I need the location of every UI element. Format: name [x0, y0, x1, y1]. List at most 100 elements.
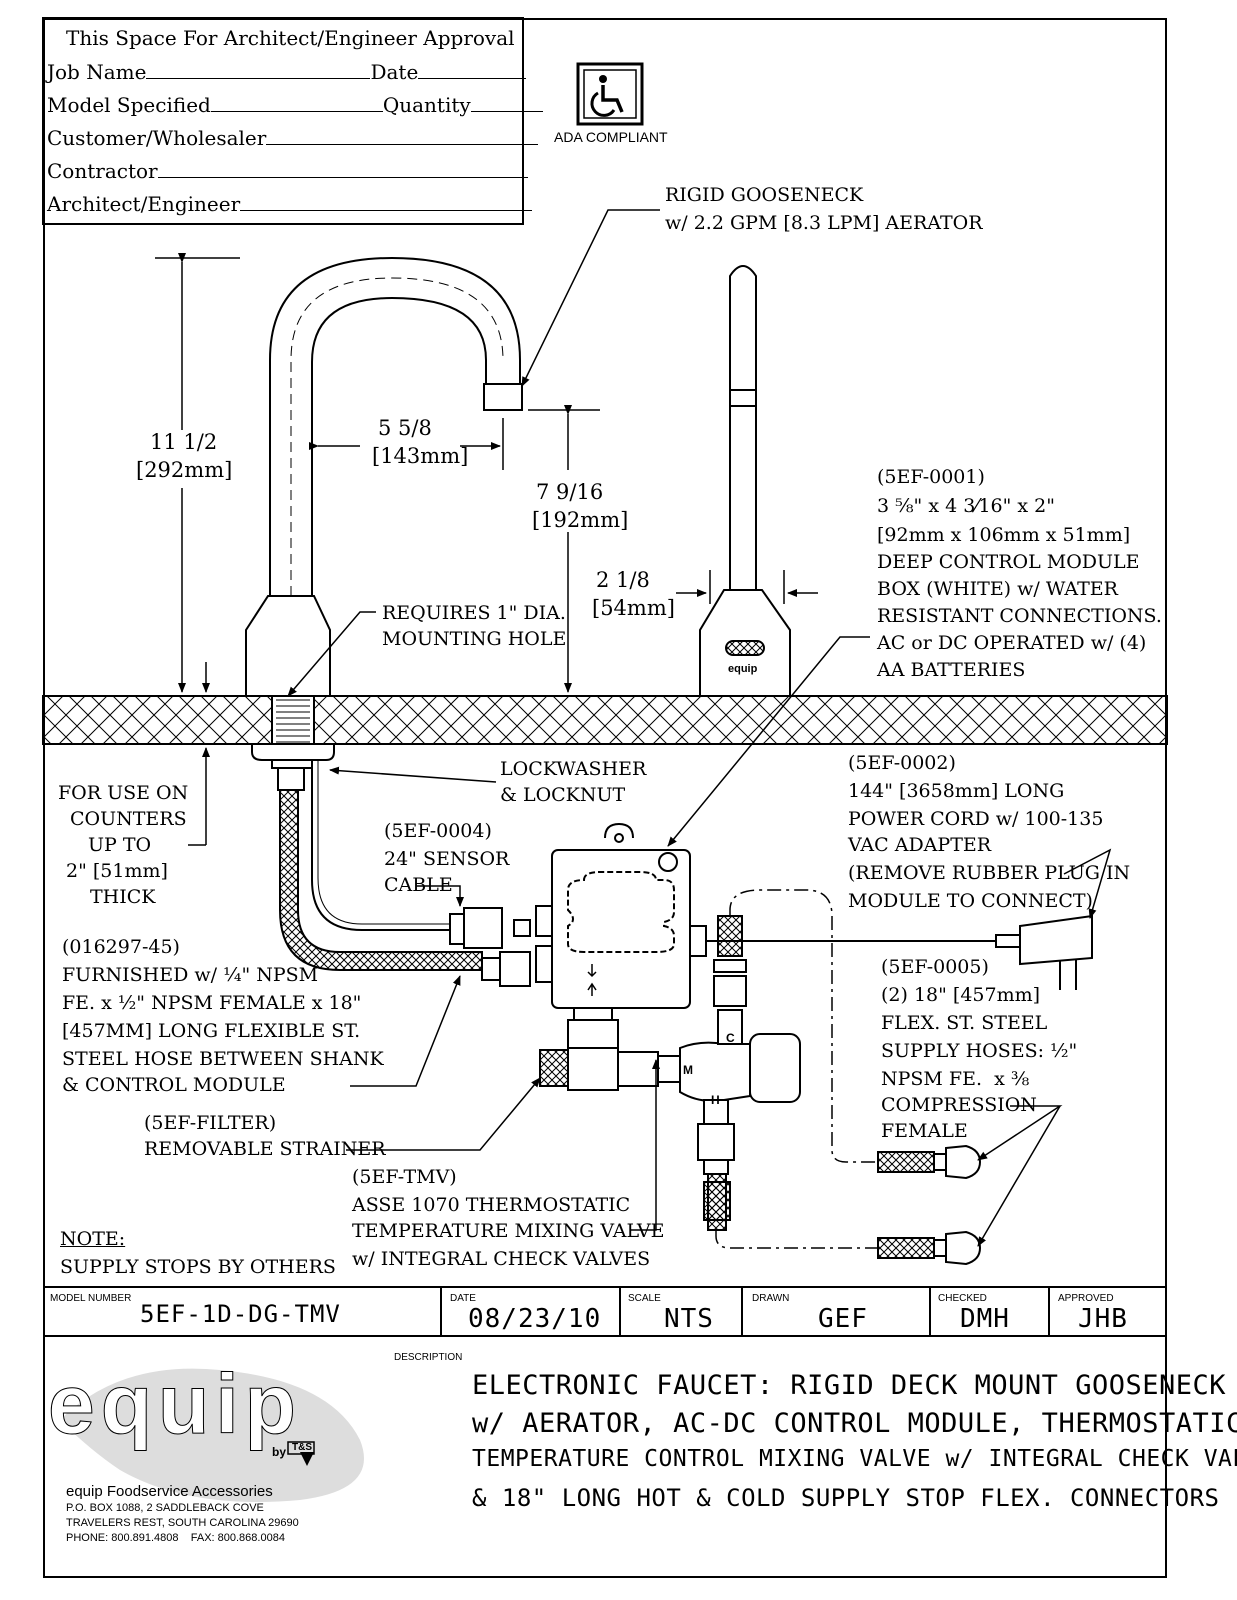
module-spec-5: BOX (WHITE) w/ WATER	[877, 578, 1118, 600]
dimension-lines	[155, 209, 1112, 1247]
ada-label: ADA COMPLIANT	[554, 129, 668, 145]
dim-spout-1: 7 9/16	[536, 480, 604, 504]
dim-spout-2: [192mm]	[532, 508, 629, 532]
supply-hose-5: NPSM FE. x ⅜	[881, 1068, 1030, 1090]
scale-value: NTS	[664, 1304, 714, 1334]
module-spec-3: [92mm x 106mm x 51mm]	[877, 524, 1131, 546]
model-number-value: 5EF-1D-DG-TMV	[140, 1300, 341, 1328]
power-cord-3: POWER CORD w/ 100-135	[848, 808, 1104, 830]
power-cord-6: MODULE TO CONNECT)	[848, 890, 1093, 912]
tmv-spec-3: TEMPERATURE MIXING VALVE	[352, 1220, 665, 1242]
drawn-value: GEF	[818, 1304, 868, 1334]
tmv-spec-4: w/ INTEGRAL CHECK VALVES	[352, 1248, 651, 1270]
supply-hose-7: FEMALE	[881, 1120, 968, 1142]
ts-logo: T&S	[292, 1442, 312, 1453]
architect-field[interactable]	[240, 192, 533, 211]
module-spec-4: DEEP CONTROL MODULE	[877, 551, 1140, 573]
equip-logo-graphic	[60, 1368, 364, 1502]
checked-label: CHECKED	[938, 1293, 987, 1304]
counters-note-3: UP TO	[88, 834, 152, 856]
note-heading: NOTE:	[60, 1228, 126, 1250]
dim-base-1: 2 1/8	[596, 568, 650, 592]
lockwasher-1: LOCKWASHER	[500, 758, 647, 780]
supply-hose-3: FLEX. ST. STEEL	[881, 1012, 1048, 1034]
counters-note-5: THICK	[90, 886, 156, 908]
dim-reach-2: [143mm]	[372, 444, 469, 468]
company-address-1: P.O. BOX 1088, 2 SADDLEBACK COVE	[66, 1502, 264, 1514]
power-cord-5: (REMOVE RUBBER PLUG IN	[848, 862, 1131, 884]
gooseneck-callout-1: RIGID GOOSENECK	[665, 184, 864, 206]
logo-by: by	[272, 1445, 287, 1459]
power-cord	[706, 914, 1093, 990]
job-name-row: Job Name Date	[47, 60, 527, 84]
filter-spec-2: REMOVABLE STRAINER	[144, 1138, 386, 1160]
module-spec-7: AC or DC OPERATED w/ (4)	[877, 632, 1147, 654]
gooseneck-faucet-side	[245, 256, 523, 791]
contractor-label: Contractor	[47, 159, 158, 183]
counters-note-4: 2" [51mm]	[66, 860, 168, 882]
sensor-cable	[311, 760, 531, 949]
dim-height-1: 11 1/2	[150, 430, 218, 454]
architect-row: Architect/Engineer	[47, 192, 533, 216]
faucet-front-view	[699, 265, 791, 697]
supply-hose-1: (5EF-0005)	[881, 956, 989, 978]
equip-logo-text: equip	[48, 1357, 302, 1451]
mounting-hole-2: MOUNTING HOLE	[382, 628, 567, 650]
job-name-field[interactable]	[146, 60, 371, 79]
contractor-field[interactable]	[157, 159, 528, 178]
note-text: SUPPLY STOPS BY OTHERS	[60, 1256, 336, 1278]
lockwasher-2: & LOCKNUT	[500, 784, 626, 806]
approval-box	[42, 17, 524, 225]
description-line-4: & 18" LONG HOT & COLD SUPPLY STOP FLEX. …	[472, 1484, 1220, 1512]
flex-hose-shank-to-module	[279, 789, 531, 987]
date-field-value: 08/23/10	[468, 1304, 602, 1334]
quantity-label: Quantity	[382, 93, 471, 117]
date-label: Date	[370, 60, 419, 84]
model-specified-label: Model Specified	[47, 93, 211, 117]
valve-cold-mark: C	[726, 1031, 735, 1045]
control-module-box	[535, 822, 707, 1009]
sensor-cable-3: CABLE	[384, 874, 453, 896]
model-row: Model Specified Quantity	[47, 93, 543, 117]
quantity-field[interactable]	[470, 93, 543, 112]
countertop	[42, 695, 1168, 745]
supply-hose-6: COMPRESSION	[881, 1094, 1037, 1116]
tmv-spec-1: (5EF-TMV)	[352, 1166, 457, 1188]
model-specified-field[interactable]	[210, 93, 383, 112]
module-spec-1: (5EF-0001)	[877, 466, 985, 488]
drawn-label: DRAWN	[752, 1293, 790, 1304]
date-field[interactable]	[418, 60, 527, 79]
description-line-3: TEMPERATURE CONTROL MIXING VALVE w/ INTE…	[472, 1446, 1237, 1472]
power-cord-2: 144" [3658mm] LONG	[848, 780, 1065, 802]
dim-reach-1: 5 5/8	[378, 416, 432, 440]
checked-value: DMH	[960, 1304, 1010, 1334]
mixing-valve-assembly	[539, 915, 801, 1231]
approval-title: This Space For Architect/Engineer Approv…	[66, 26, 515, 50]
sensor-cable-1: (5EF-0004)	[384, 820, 492, 842]
customer-field[interactable]	[266, 126, 539, 145]
wheelchair-icon	[576, 62, 644, 126]
approved-label: APPROVED	[1058, 1293, 1114, 1304]
supply-hose-2: (2) 18" [457mm]	[881, 984, 1041, 1006]
valve-mix-mark: M	[683, 1063, 693, 1077]
date-field-label: DATE	[450, 1293, 476, 1304]
valve-hot-mark: H	[711, 1093, 720, 1107]
hose-spec-1: (016297-45)	[62, 936, 180, 958]
counters-note-1: FOR USE ON	[58, 782, 189, 804]
module-spec-8: AA BATTERIES	[877, 659, 1026, 681]
model-number-label: MODEL NUMBER	[50, 1293, 132, 1304]
architect-label: Architect/Engineer	[47, 192, 241, 216]
description-line-1: ELECTRONIC FAUCET: RIGID DECK MOUNT GOOS…	[472, 1370, 1226, 1401]
sensor-cable-2: 24" SENSOR	[384, 848, 510, 870]
drawing-sheet	[43, 18, 1167, 1578]
contractor-row: Contractor	[47, 159, 528, 183]
hose-spec-2: FURNISHED w/ ¼" NPSM	[62, 964, 319, 986]
module-spec-6: RESISTANT CONNECTIONS.	[877, 605, 1162, 627]
job-name-label: Job Name	[47, 60, 147, 84]
counters-note-2: COUNTERS	[70, 808, 187, 830]
scale-label: SCALE	[628, 1293, 661, 1304]
gooseneck-callout-2: w/ 2.2 GPM [8.3 LPM] AERATOR	[665, 212, 983, 234]
module-spec-2: 3 ⅝" x 4 3⁄16" x 2"	[877, 495, 1056, 517]
supply-hoses	[877, 1144, 982, 1266]
